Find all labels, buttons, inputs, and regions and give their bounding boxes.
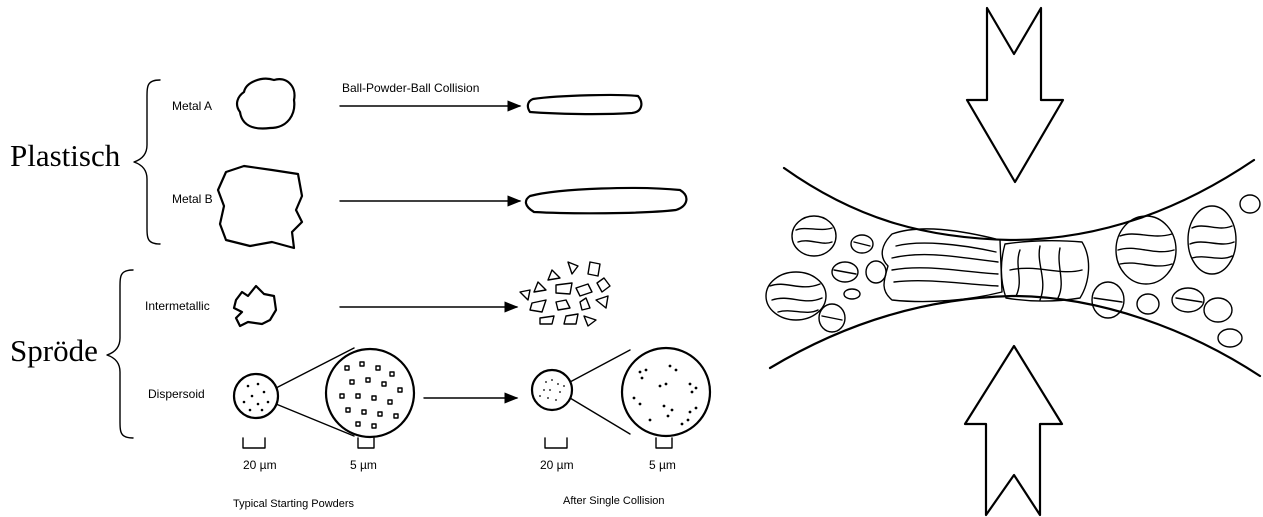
- caption-start: Typical Starting Powders: [233, 498, 355, 510]
- scale-bar-1: [243, 438, 265, 448]
- dispersoid-small-circle: [234, 374, 278, 418]
- row-label-metal-a: Metal A: [172, 99, 212, 113]
- scale-label-2: 5 µm: [350, 458, 377, 472]
- dispersoid-after-small-circle: [532, 370, 572, 410]
- dispersoid-after-large-circle: [622, 348, 710, 436]
- metal-b-particle: [218, 166, 302, 248]
- scale-bar-4: [656, 438, 672, 448]
- lower-ball-surface: [770, 296, 1260, 376]
- row-label-metal-b: Metal B: [172, 192, 213, 206]
- brace-plastic: [134, 80, 160, 244]
- magnify-line-top-2: [570, 350, 630, 382]
- magnify-line-top-1: [276, 348, 354, 388]
- metal-a-flattened: [528, 95, 642, 114]
- intermetallic-fragments: [520, 262, 610, 326]
- row-label-dispersoid: Dispersoid: [148, 387, 205, 401]
- intermetallic-particle: [234, 286, 276, 326]
- metal-b-flattened: [526, 188, 686, 213]
- scale-label-1: 20 µm: [243, 458, 277, 472]
- group-label-plastic: Plastisch: [10, 138, 121, 173]
- magnify-line-bottom-1: [276, 404, 354, 436]
- loose-powder-particles: [766, 195, 1260, 347]
- scale-label-4: 5 µm: [649, 458, 676, 472]
- dispersoid-large-circle: [326, 349, 414, 437]
- dispersoid-after-large-dots: [633, 365, 698, 426]
- scale-label-3: 20 µm: [540, 458, 574, 472]
- scale-bar-2: [358, 438, 374, 448]
- compression-arrow-top: [967, 8, 1063, 182]
- dispersoid-large-particles: [340, 362, 402, 428]
- group-label-brittle: Spröde: [10, 333, 98, 368]
- upper-ball-surface: [784, 160, 1254, 240]
- process-label: Ball-Powder-Ball Collision: [342, 81, 479, 95]
- dispersoid-small-dots: [243, 383, 270, 412]
- row-label-intermetallic: Intermetallic: [145, 299, 210, 313]
- magnify-line-bottom-2: [570, 398, 630, 434]
- scale-bar-3: [545, 438, 567, 448]
- caption-after: After Single Collision: [563, 495, 665, 507]
- compression-arrow-bottom: [965, 346, 1062, 515]
- dispersoid-after-small-dots: [539, 379, 565, 401]
- metal-a-particle: [237, 79, 294, 129]
- brace-brittle: [107, 270, 133, 438]
